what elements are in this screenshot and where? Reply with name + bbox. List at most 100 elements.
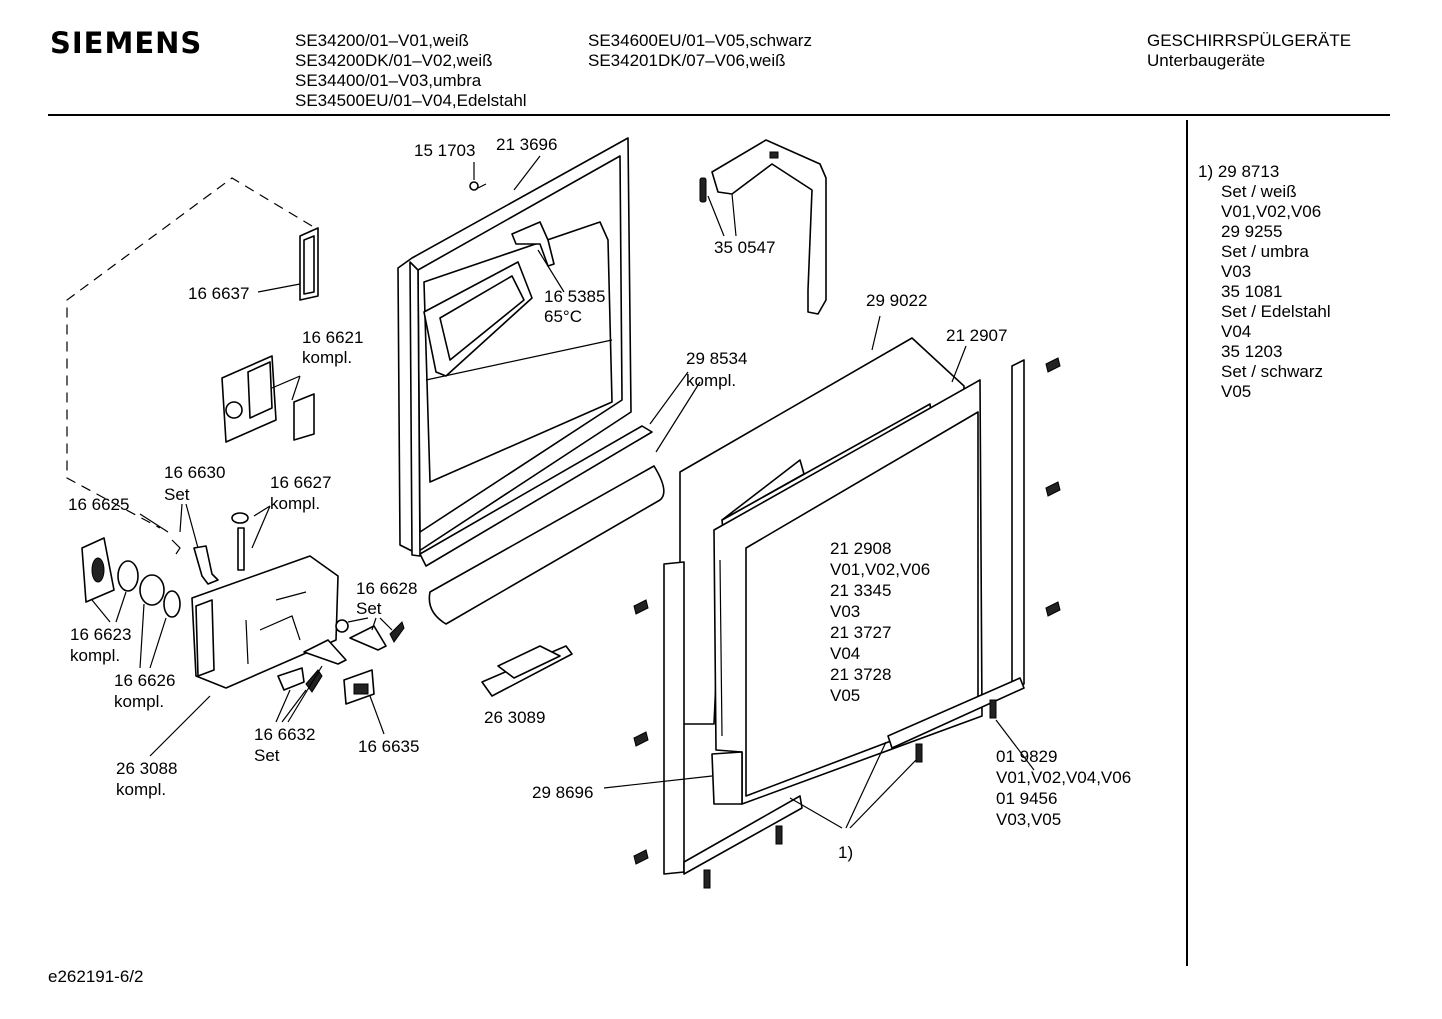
category-title: GESCHIRRSPÜLGERÄTE [1147, 31, 1352, 50]
model-list-right: SE34600EU/01–V05,schwarz SE34201DK/07–V0… [588, 31, 812, 71]
door-latch [481, 645, 573, 697]
part-label: 16 6621 [302, 328, 363, 347]
screw-icon [775, 825, 783, 845]
part-label: 21 3696 [496, 135, 557, 154]
screw-icon [633, 731, 649, 747]
rod-assembly [231, 512, 249, 571]
footnote-head: 1) 29 8713 [1198, 162, 1280, 181]
door-bracket [511, 221, 555, 267]
door-switch [343, 669, 375, 705]
screw-variant-label: 01 9829 [996, 747, 1057, 766]
part-label: 15 1703 [414, 141, 475, 160]
drawing-code: e262191-6/2 [48, 967, 144, 986]
part-label: 16 6630 [164, 463, 225, 482]
footnote-row: 29 9255 [1221, 222, 1283, 241]
model-line: SE34600EU/01–V05,schwarz [588, 31, 812, 50]
footnote-row: Set / schwarz [1221, 362, 1324, 381]
screw-icon [915, 743, 923, 763]
part-label: 16 6637 [188, 284, 249, 303]
screw-icon [1045, 357, 1061, 373]
lever-part [193, 545, 219, 585]
model-line: SE34201DK/07–V06,weiß [588, 51, 786, 70]
footnote-row: V01,V02,V06 [1221, 202, 1322, 221]
footnote-row: V05 [1221, 382, 1252, 401]
header-divider [48, 114, 1390, 116]
footnote-row: Set / umbra [1221, 242, 1309, 261]
part-label: 16 6635 [358, 737, 419, 756]
part-label: Set [164, 485, 190, 504]
panel-variant-label: V04 [830, 644, 860, 663]
part-label: 65°C [544, 307, 582, 326]
part-label: kompl. [686, 371, 736, 390]
part-label: 16 6632 [254, 725, 315, 744]
footnote-row: Set / weiß [1221, 182, 1297, 201]
panel-variant-label: 21 3345 [830, 581, 891, 600]
footnote-row: Set / Edelstahl [1221, 302, 1331, 321]
screw-icon [469, 181, 487, 191]
part-label: kompl. [114, 692, 164, 711]
screw-variant-label: V03,V05 [996, 810, 1061, 829]
decor-panel [713, 379, 983, 805]
part-label: 29 8696 [532, 783, 593, 802]
exploded-view-diagram: 15 1703 21 3696 35 0547 16 6637 16 5385 … [66, 135, 1131, 889]
assembly-dashed-line [66, 177, 313, 529]
brand-logo: SIEMENS [50, 26, 203, 60]
part-label: 16 6623 [70, 625, 131, 644]
appliance-category: GESCHIRRSPÜLGERÄTE Unterbaugeräte [1147, 31, 1351, 71]
part-label: 16 5385 [544, 287, 605, 306]
part-label: 16 6626 [114, 671, 175, 690]
model-line: SE34400/01–V03,umbra [295, 71, 482, 90]
knob-ring [163, 590, 181, 618]
footnote-ref: 1) [838, 843, 853, 862]
lower-trim-strip [419, 425, 665, 625]
electronics-housing [191, 555, 339, 689]
footnote-panel: 1) 29 8713 Set / weiß V01,V02,V06 29 925… [1198, 162, 1331, 402]
contact-part [277, 667, 305, 691]
hinge-bracket [699, 139, 827, 315]
part-label: 29 8534 [686, 349, 747, 368]
footnote-row: V04 [1221, 322, 1252, 341]
screw-icon [1045, 601, 1061, 617]
model-line: SE34200DK/01–V02,weiß [295, 51, 493, 70]
screw-icon [703, 869, 711, 889]
lever-part [349, 625, 387, 651]
screw-icon [633, 599, 649, 615]
leader-lines [91, 155, 1035, 829]
part-label: 21 2907 [946, 326, 1007, 345]
panel-variant-label: V05 [830, 686, 860, 705]
category-subtitle: Unterbaugeräte [1147, 51, 1266, 70]
screw-icon [633, 849, 649, 865]
part-label: 16 6627 [270, 473, 331, 492]
part-label: 29 9022 [866, 291, 927, 310]
part-label: kompl. [116, 780, 166, 799]
control-panel-cover [221, 355, 315, 443]
footnote-row: 35 1203 [1221, 342, 1283, 361]
panel-variant-label: 21 3727 [830, 623, 891, 642]
part-label: kompl. [70, 646, 120, 665]
panel-variant-label: 21 3728 [830, 665, 891, 684]
part-label: kompl. [270, 494, 320, 513]
screw-icon [1045, 481, 1061, 497]
spring-icon [171, 539, 181, 555]
part-label: 26 3088 [116, 759, 177, 778]
knob-shaft [139, 574, 165, 606]
spring-icon [389, 621, 405, 643]
panel-variant-label: V01,V02,V06 [830, 560, 930, 579]
right-side-trim [887, 359, 1025, 749]
footnote-divider [1186, 120, 1188, 966]
model-list-left: SE34200/01–V01,weiß SE34200DK/01–V02,wei… [295, 31, 527, 111]
knob-ring [117, 560, 139, 592]
panel-variant-label: V03 [830, 602, 860, 621]
part-label: 35 0547 [714, 238, 775, 257]
part-label: Set [254, 746, 280, 765]
footnote-row: 35 1081 [1221, 282, 1283, 301]
inner-door-frame [397, 137, 632, 557]
screw-icon [989, 699, 997, 719]
screw-variant-label: 01 9456 [996, 789, 1057, 808]
panel-variant-label: 21 2908 [830, 539, 891, 558]
side-trim [663, 561, 803, 875]
part-label: Set [356, 599, 382, 618]
part-label: kompl. [302, 348, 352, 367]
part-label: 16 6625 [68, 495, 129, 514]
model-line: SE34200/01–V01,weiß [295, 31, 469, 50]
